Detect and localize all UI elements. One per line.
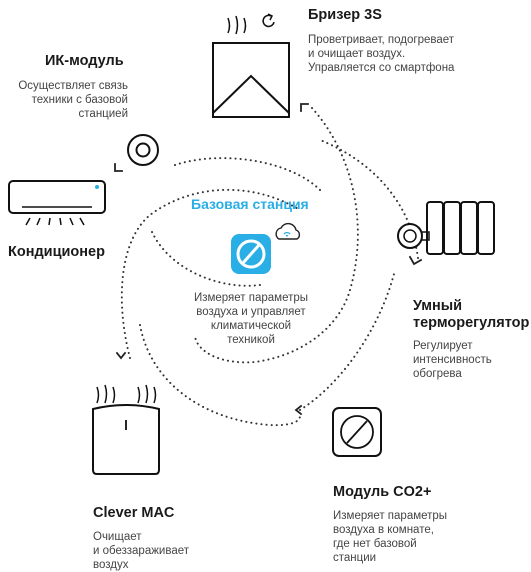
conditioner-title: Кондиционер — [8, 244, 105, 260]
clever-mac-description: Очищает и обеззараживает воздух — [93, 531, 189, 571]
base-station-description: Измеряет параметры воздуха и управляет к… — [193, 292, 309, 346]
arrow-to-co2 — [294, 404, 303, 416]
air-purifier-icon — [92, 384, 160, 475]
co2-description: Измеряет параметры воздуха в комнате, гд… — [333, 510, 448, 564]
air-conditioner-icon — [8, 180, 106, 226]
ir-module-description: Осуществляет связь техники с базовой ста… — [18, 80, 128, 120]
radiator-icon — [397, 201, 495, 255]
breezer-icon — [212, 13, 290, 118]
base-station-icon — [231, 234, 271, 274]
base-station-title: Базовая станция — [191, 196, 309, 212]
clever-mac-title: Clever MAC — [93, 505, 175, 521]
arc-lower — [139, 324, 301, 427]
arrow-to-clever-mac — [115, 351, 127, 360]
cloud-wifi-icon — [275, 222, 301, 240]
breezer-title: Бризер 3S — [308, 7, 382, 23]
refresh-icon — [262, 13, 275, 28]
arc-breezer — [194, 107, 359, 364]
arrow-to-ir-module — [114, 163, 123, 172]
thermostat-title: Умный терморегулятор — [413, 298, 530, 331]
ir-module-title: ИК-модуль — [45, 53, 124, 69]
thermostat-description: Регулирует интенсивность обогрева — [413, 340, 492, 380]
arc-co2 — [299, 269, 396, 411]
ir-module-icon — [127, 134, 159, 166]
arrowheads — [114, 103, 423, 416]
arc-ir-module — [174, 157, 321, 191]
co2-title: Модуль CO2+ — [333, 484, 432, 500]
arrow-to-breezer — [300, 103, 309, 112]
co2-module-icon — [332, 407, 382, 457]
arrow-to-thermostat — [408, 255, 423, 266]
breezer-description: Проветривает, подогревает и очищает возд… — [308, 34, 455, 74]
